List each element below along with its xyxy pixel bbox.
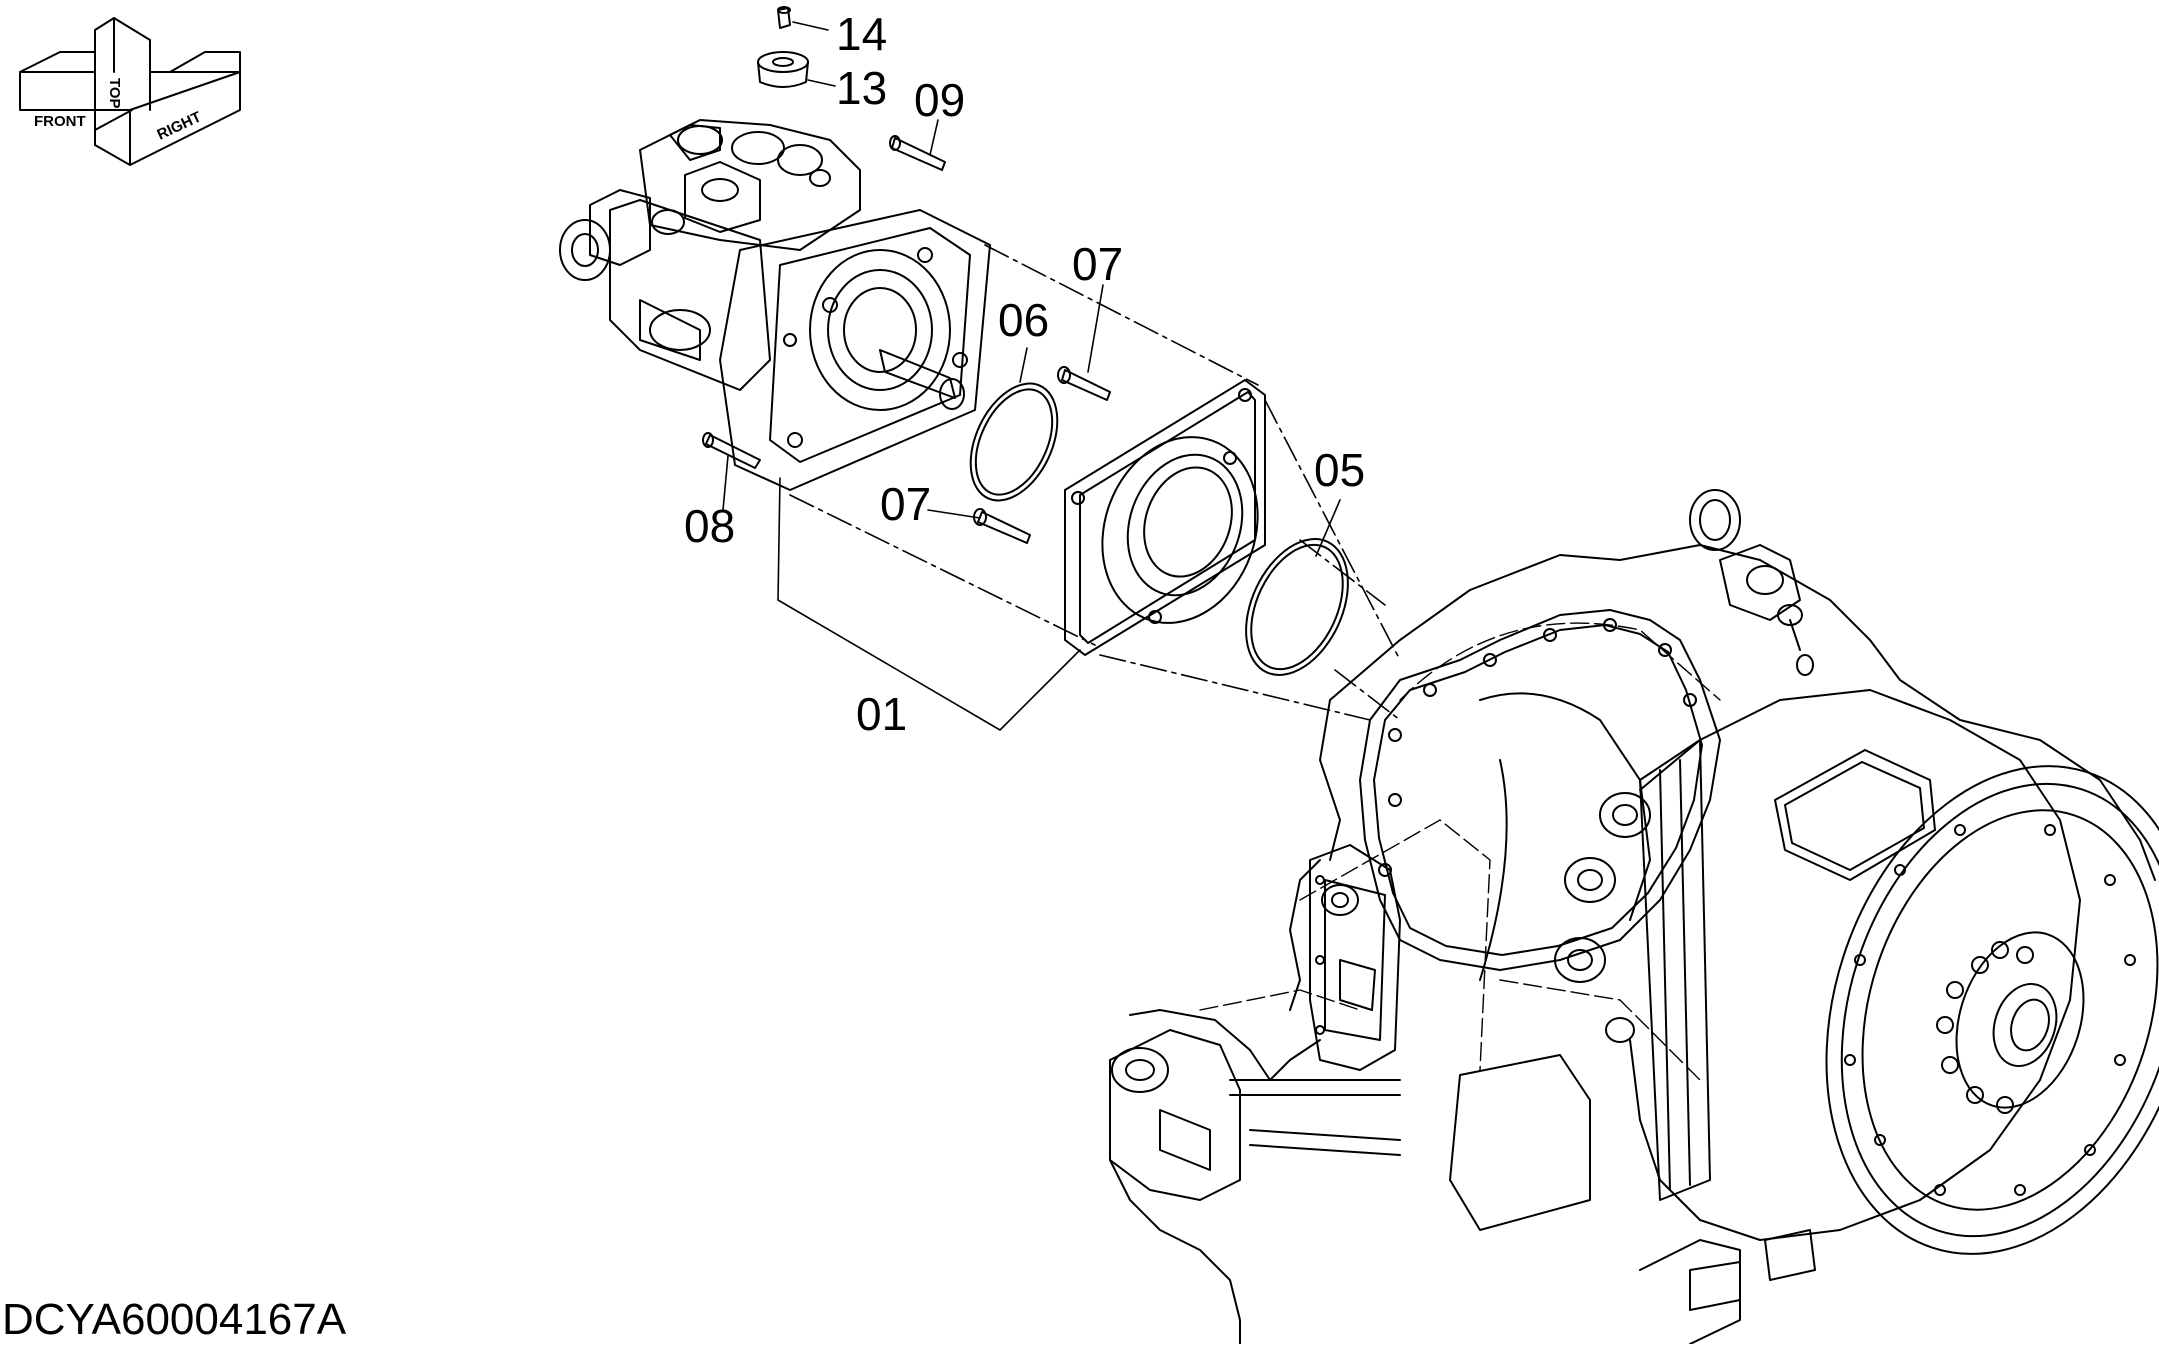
assembly-centerlines [789, 244, 1401, 721]
leader-lines [722, 21, 1341, 731]
part-07-bolt-upper [1057, 366, 1111, 401]
part-14-plug [777, 6, 791, 29]
part-08-bolt [702, 432, 761, 469]
hydraulic-pump [559, 119, 991, 491]
callout-05: 05 [1314, 444, 1365, 496]
part-07-bolt-lower [973, 508, 1031, 544]
orientation-indicator [19, 17, 241, 166]
part-05-o-ring [1245, 538, 1349, 676]
front-label: FRONT [34, 113, 86, 130]
callout-14: 14 [836, 8, 887, 60]
callout-01: 01 [856, 688, 907, 740]
callout-09: 09 [914, 74, 965, 126]
drawing-code: DCYA60004167A [2, 1295, 347, 1344]
transmission-housing [1109, 489, 2159, 1344]
right-label: RIGHT [155, 108, 204, 143]
callout-08: 08 [684, 500, 735, 552]
part-13-cap [757, 51, 809, 88]
callout-07-lower: 07 [880, 478, 931, 530]
adapter-flange [1064, 379, 1266, 656]
part-06-o-ring [969, 382, 1059, 502]
callout-06: 06 [998, 294, 1049, 346]
part-09-bolt [889, 135, 946, 171]
callout-13: 13 [836, 62, 887, 114]
callout-07-upper: 07 [1072, 238, 1123, 290]
top-label: TOP [106, 78, 123, 109]
